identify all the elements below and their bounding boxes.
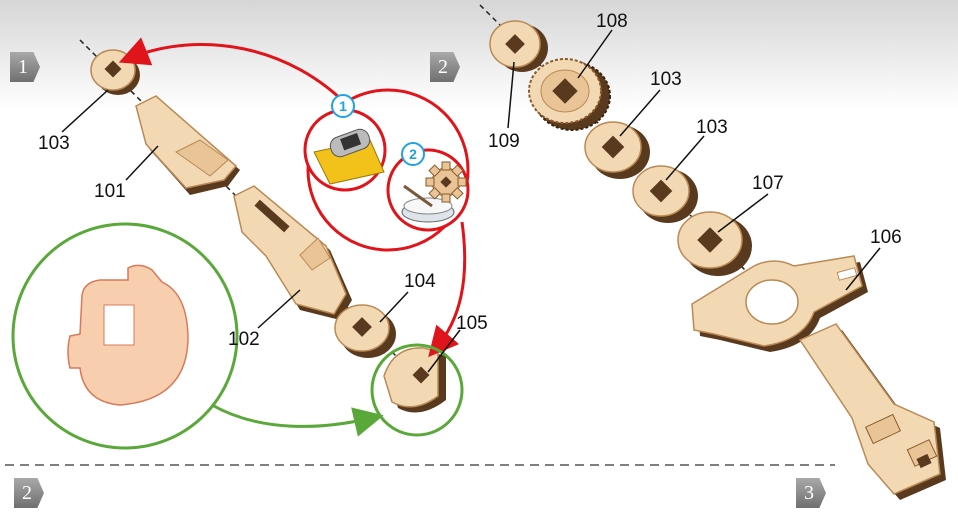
red-arrow-to-105 <box>428 221 467 358</box>
part-104-washer <box>334 304 396 358</box>
instruction-badge-2: 2 <box>401 142 425 166</box>
background-band <box>0 0 958 110</box>
part-106-bracket <box>691 255 868 352</box>
green-arrow <box>211 403 384 437</box>
label-103-left: 103 <box>38 133 70 154</box>
label-108: 108 <box>596 11 628 32</box>
leader-lines <box>61 29 881 373</box>
label-101: 101 <box>94 181 126 202</box>
step-marker-1: 1 <box>10 52 40 82</box>
part-102-shaft <box>233 185 352 320</box>
label-107: 107 <box>752 173 784 194</box>
label-104: 104 <box>404 271 436 292</box>
instruction-badge-1: 1 <box>331 94 355 118</box>
part-103-washer-a <box>584 121 650 179</box>
label-103-a: 103 <box>650 69 682 90</box>
label-109: 109 <box>488 131 520 152</box>
part-101-shaft <box>135 95 240 195</box>
red-arrow-to-103 <box>118 37 352 110</box>
sandpaper-icon <box>313 128 385 185</box>
part-105-cam <box>383 347 446 413</box>
label-103-b: 103 <box>696 117 728 138</box>
part-108-gear <box>528 58 611 131</box>
part-109-washer <box>489 20 548 72</box>
part-103-washer-b <box>632 165 698 223</box>
step-marker-3: 3 <box>796 478 826 508</box>
step-marker-2-top: 2 <box>430 52 460 82</box>
label-105: 105 <box>456 313 488 334</box>
detail-view <box>11 222 239 450</box>
detail-target-circle <box>370 343 464 437</box>
step-marker-2-bottom: 2 <box>14 478 44 508</box>
label-102: 102 <box>228 329 260 350</box>
label-106: 106 <box>870 227 902 248</box>
wax-gear-icon <box>401 161 467 223</box>
shaft-assembly-part <box>798 323 946 500</box>
part-107-washer <box>677 211 752 276</box>
